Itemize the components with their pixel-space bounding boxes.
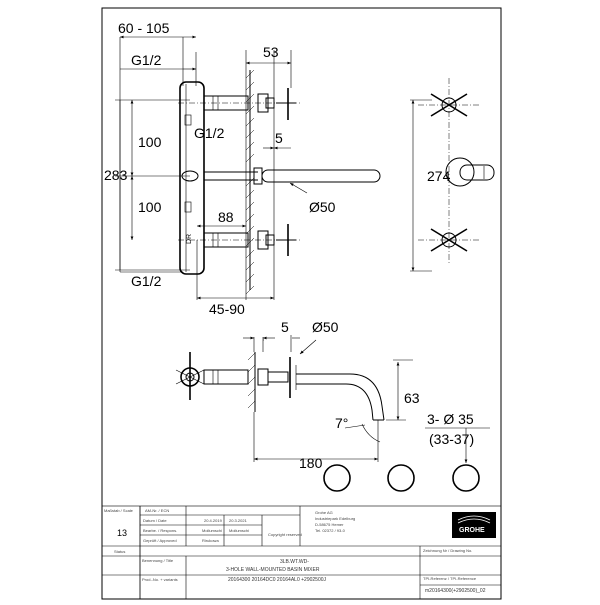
wall-hatching bbox=[245, 69, 255, 295]
handle-bottom-icon bbox=[441, 232, 457, 248]
dim-50-top: Ø50 bbox=[309, 199, 336, 215]
dim-53: 53 bbox=[263, 44, 279, 60]
svg-text:Datum / Date: Datum / Date bbox=[143, 518, 167, 523]
svg-text:TPI-Referenz / TPI-Reference: TPI-Referenz / TPI-Reference bbox=[423, 576, 477, 581]
hole-circle-3-icon bbox=[452, 464, 480, 492]
product-numbers: 20164300 20164DC0 20164AL0 +2902500J bbox=[228, 577, 327, 583]
dim-283: 283 bbox=[104, 167, 128, 183]
title-block: Maßstab / Scale AM-Nr. / ECN 13 Datum / … bbox=[101, 505, 502, 600]
dim-63: 63 bbox=[404, 390, 420, 406]
dim-60-105: 60 - 105 bbox=[118, 20, 170, 36]
dim-100-b: 100 bbox=[138, 199, 162, 215]
dim-g12-top: G1/2 bbox=[131, 52, 162, 68]
dim-45-90: 45-90 bbox=[209, 301, 245, 317]
dim-g12-bottom: G1/2 bbox=[131, 273, 162, 289]
svg-text:Status: Status bbox=[114, 549, 125, 554]
spout-side bbox=[296, 373, 385, 421]
scale-value: 13 bbox=[117, 528, 127, 538]
dim-5-top: 5 bbox=[275, 130, 283, 146]
dim-33-37: (33-37) bbox=[429, 431, 474, 447]
dim-3-hole-35: 3- Ø 35 bbox=[427, 411, 474, 427]
dim-5-side: 5 bbox=[281, 319, 289, 335]
handle-top-icon bbox=[441, 97, 457, 113]
dim-88: 88 bbox=[218, 209, 234, 225]
mixer-body bbox=[179, 81, 205, 275]
svg-text:Maßstab / Scale: Maßstab / Scale bbox=[104, 508, 134, 513]
dim-50-side: Ø50 bbox=[312, 319, 339, 335]
dim-7-degree: 7° bbox=[335, 415, 348, 431]
svg-text:Zeichnung Nr / Drawing No.: Zeichnung Nr / Drawing No. bbox=[423, 548, 472, 553]
drawing-number: m20164300(+2902500)_02 bbox=[425, 588, 486, 594]
spout-front bbox=[261, 169, 381, 183]
spout-end-view bbox=[445, 157, 475, 187]
side-view bbox=[175, 335, 490, 492]
dim-100-a: 100 bbox=[138, 134, 162, 150]
svg-text:Tel. 02372 / 93-0: Tel. 02372 / 93-0 bbox=[315, 528, 346, 533]
hole-circle-2-icon bbox=[387, 464, 415, 492]
svg-text:Geprüft / Approved: Geprüft / Approved bbox=[143, 538, 177, 543]
svg-text:AM-Nr. / ECN: AM-Nr. / ECN bbox=[145, 508, 169, 513]
dim-180: 180 bbox=[299, 455, 323, 471]
logo-text: GROHE bbox=[459, 527, 485, 534]
dimension-labels: 60 - 105 G1/2 53 G1/2 5 100 283 274 100 … bbox=[104, 20, 474, 471]
svg-text:Prod.-No. + variants: Prod.-No. + variants bbox=[142, 577, 178, 582]
body-mark-dr: DR bbox=[186, 234, 193, 244]
title-line-2: 3-HOLE WALL-MOUNTED BASIN MIXER bbox=[226, 567, 320, 573]
front-handles bbox=[430, 93, 495, 252]
svg-text:Industriepark Edelburg: Industriepark Edelburg bbox=[315, 516, 355, 521]
svg-text:Benennung / Title: Benennung / Title bbox=[142, 558, 174, 563]
svg-text:D-58675 Hemer: D-58675 Hemer bbox=[315, 522, 344, 527]
svg-text:Copyright reserved: Copyright reserved bbox=[268, 532, 302, 537]
hole-circle-1-icon bbox=[323, 464, 351, 492]
front-view bbox=[115, 35, 480, 300]
svg-text:20.3.2021: 20.3.2021 bbox=[229, 518, 248, 523]
dim-274: 274 bbox=[427, 168, 451, 184]
svg-text:Rirukowa: Rirukowa bbox=[202, 538, 219, 543]
svg-text:Grohe AG: Grohe AG bbox=[315, 510, 333, 515]
svg-text:Mollumschi: Mollumschi bbox=[202, 528, 222, 533]
title-line-1: 3LB.WT.WD- bbox=[280, 559, 309, 565]
svg-text:20.4.2019: 20.4.2019 bbox=[204, 518, 223, 523]
svg-text:Mollumschi: Mollumschi bbox=[229, 528, 249, 533]
svg-text:Bearbe. / Respons.: Bearbe. / Respons. bbox=[143, 528, 177, 533]
dim-g12-mid: G1/2 bbox=[194, 125, 225, 141]
